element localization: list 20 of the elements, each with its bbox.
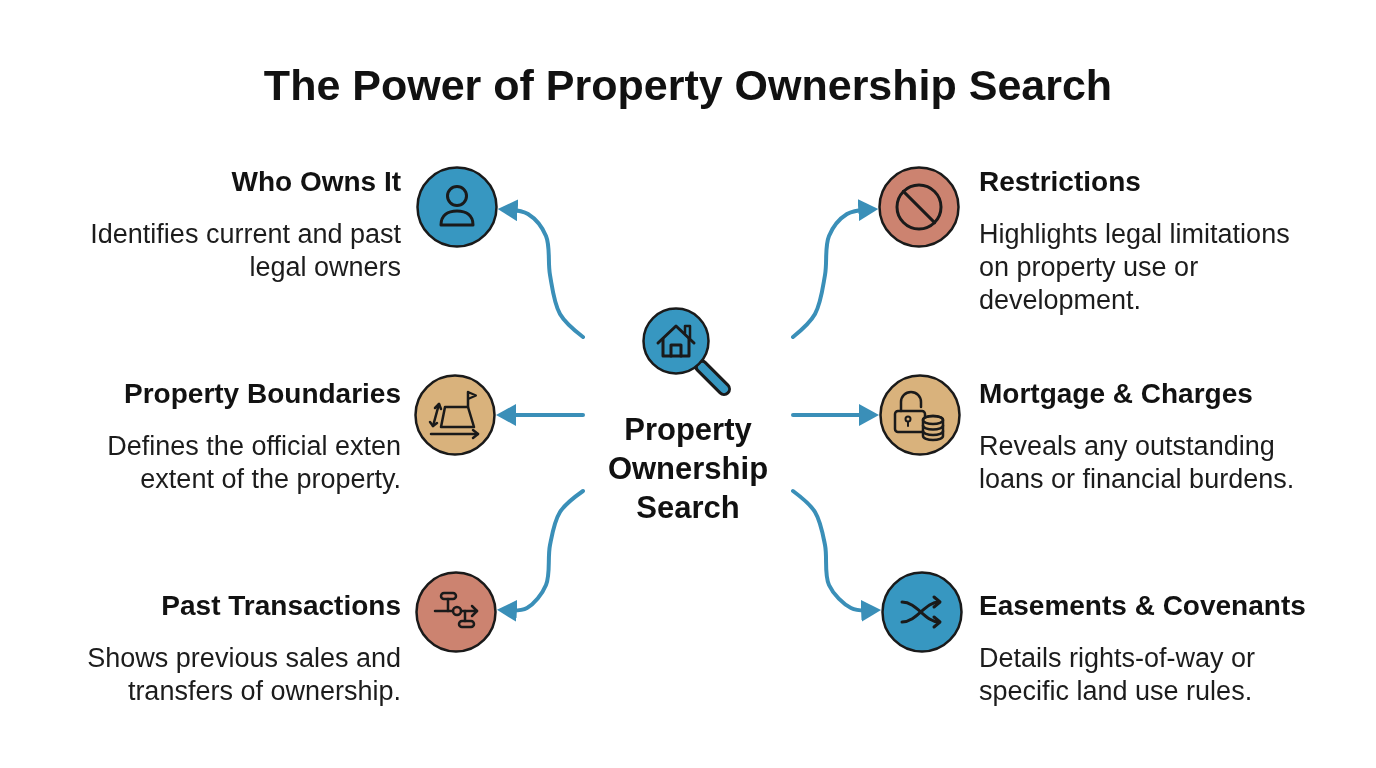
topic-heading: Restrictions [979,165,1141,199]
topic-description: Highlights legal limitations on property use or development. [979,218,1291,317]
topic-heading: Mortgage & Charges [979,377,1253,411]
topic-description: Reveals any outstanding loans or financial burdens. [979,430,1296,496]
arrow [496,404,585,426]
topic-heading: Easements & Covenants [979,589,1306,623]
topic-heading: Who Owns It [231,165,401,199]
diagram-title: The Power of Property Ownership Search [263,60,1113,111]
arrow [496,489,585,622]
arrow [791,404,879,426]
arrow [497,199,585,339]
topic-description: Details rights-of-way or specific land use rules. [979,642,1257,708]
central-topic-label: Property Ownership Search [606,411,770,527]
topic-heading: Past Transactions [161,589,401,623]
topic-description: Shows previous sales and transfers of ownership. [86,642,401,708]
arrow [791,199,879,339]
arrow [791,489,882,622]
topic-description: Defines the official exten extent of the property. [106,430,401,496]
topic-description: Identifies current and past legal owners [89,218,401,284]
topic-heading: Property Boundaries [124,377,401,411]
